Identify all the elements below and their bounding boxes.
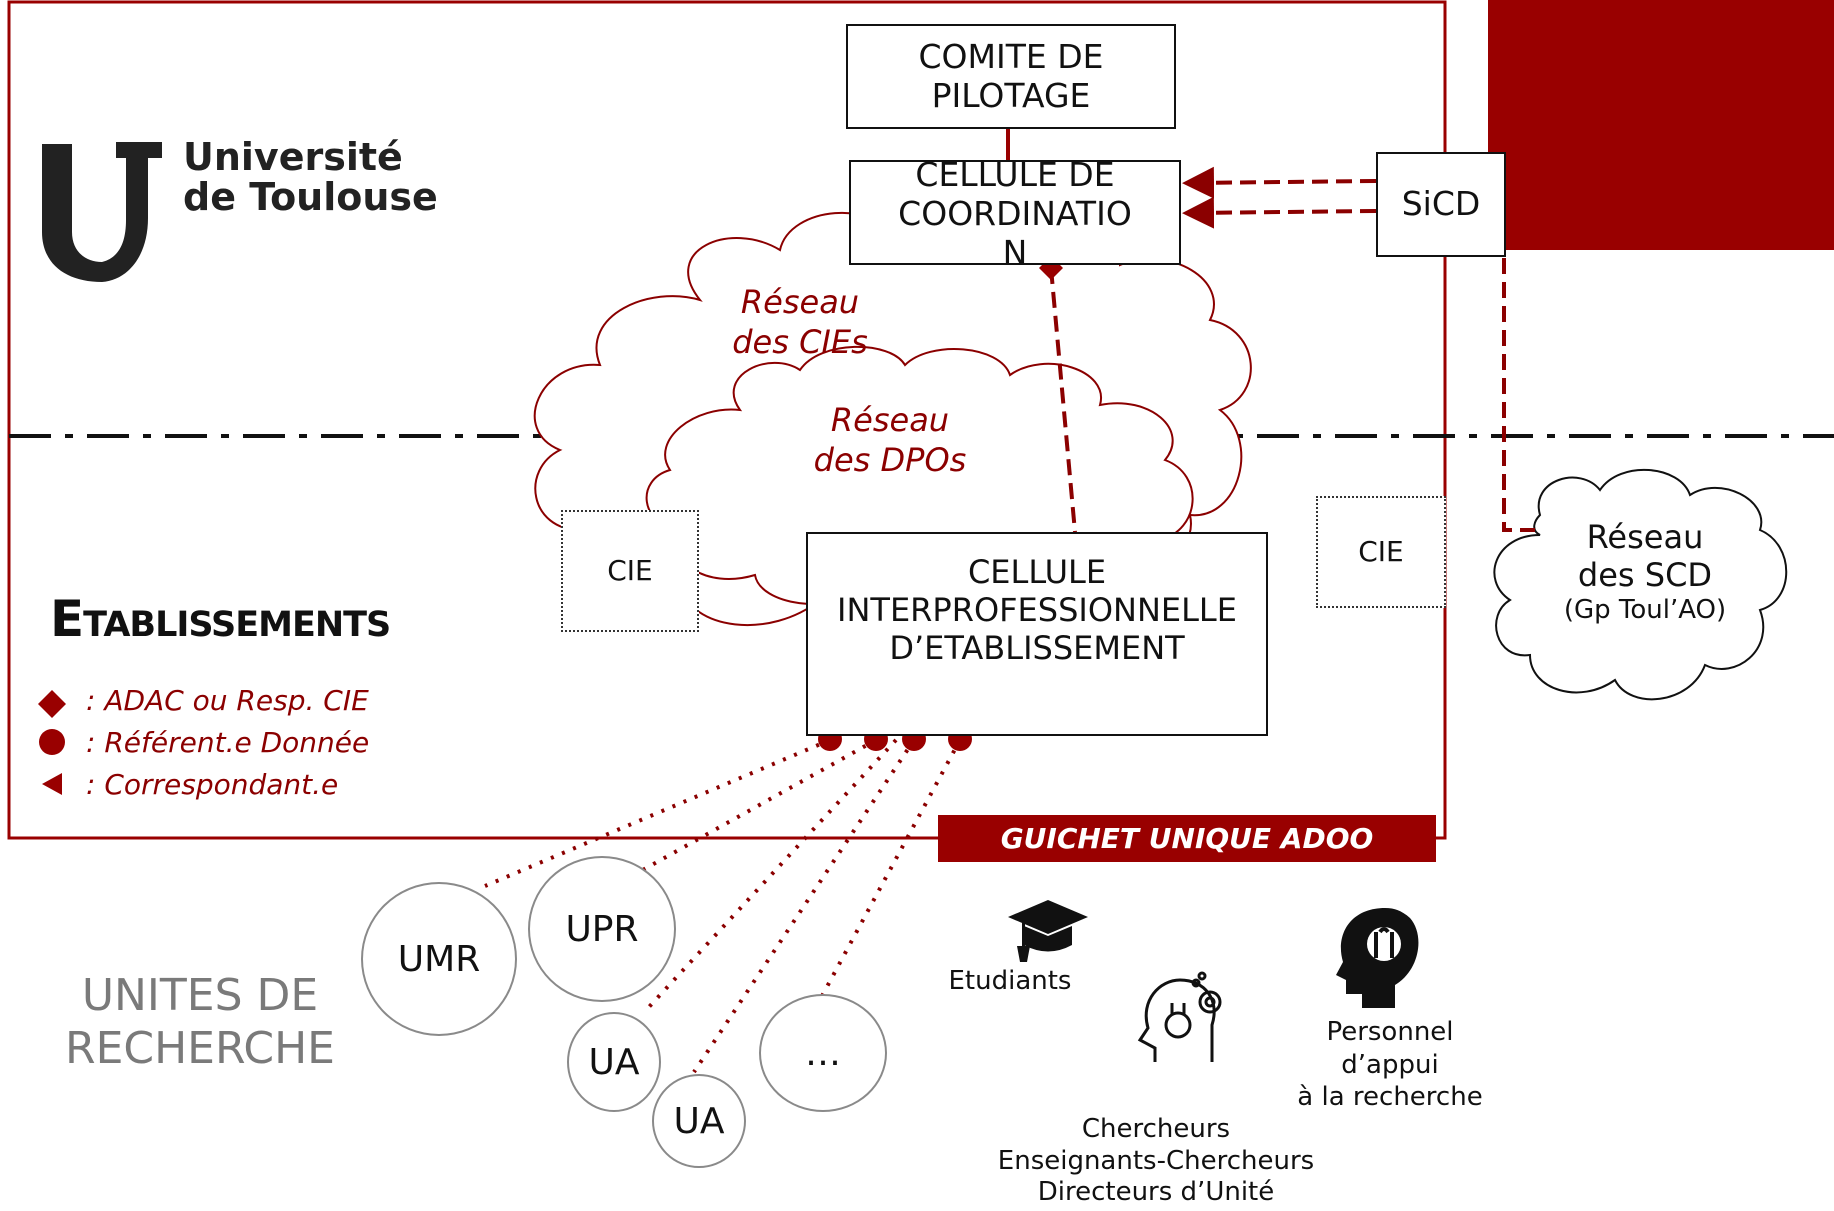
chercheurs-line-3: Directeurs d’Unité bbox=[1037, 1177, 1275, 1208]
inter-line-1: CELLULE bbox=[967, 553, 1107, 591]
sicd-label: SiCD bbox=[1401, 184, 1481, 224]
link-sicd-scd bbox=[1502, 258, 1535, 532]
cie-right-label: CIE bbox=[1358, 535, 1404, 569]
personnel-line-1: Personnel bbox=[1326, 1017, 1454, 1047]
link-dot-ua1 bbox=[646, 738, 898, 1010]
arrow-sicd-coord-2 bbox=[1182, 196, 1377, 229]
link-dot-upr bbox=[631, 738, 877, 878]
etablissement-frame bbox=[7, 0, 1447, 840]
graduation-cap-icon bbox=[1008, 900, 1088, 962]
personnel-label: Personnel d’appui à la recherche bbox=[1270, 1016, 1510, 1114]
reseau-scd-line-1: Réseau bbox=[1586, 518, 1704, 556]
chercheurs-line-2: Enseignants-Chercheurs bbox=[997, 1145, 1315, 1176]
legend-adac: : ADAC ou Resp. CIE bbox=[86, 684, 369, 717]
cellule-coordination-box: CELLULE DE COORDINATIO N bbox=[849, 155, 1181, 272]
logo-line-2: de Toulouse bbox=[183, 174, 438, 219]
guichet-label: GUICHET UNIQUE ADOO bbox=[1000, 822, 1374, 855]
legend-diamond-icon bbox=[38, 690, 66, 718]
unit-umr-label: UMR bbox=[397, 938, 481, 980]
etudiants-label: Etudiants bbox=[948, 966, 1072, 996]
unit-ua-1-label: UA bbox=[588, 1041, 640, 1083]
logo-line-1: Université bbox=[183, 135, 403, 179]
comite-line-1: COMITE DE bbox=[918, 36, 1104, 76]
unit-etc: … bbox=[759, 994, 887, 1112]
cloud-reseau-scd bbox=[1493, 469, 1788, 701]
link-coord-inter bbox=[1049, 267, 1077, 533]
section-title: Etablissements bbox=[50, 590, 391, 648]
accent-block bbox=[1488, 0, 1834, 250]
head-science-icon bbox=[1137, 971, 1222, 1062]
personnel-line-2: d’appui bbox=[1341, 1049, 1439, 1080]
unit-upr-label: UPR bbox=[565, 908, 639, 950]
reseau-cies-label: Réseau des CIEs bbox=[710, 282, 890, 362]
cie-left-label: CIE bbox=[607, 554, 653, 588]
cellule-interprofessionnelle-box: CELLULE INTERPROFESSIONNELLE D’ETABLISSE… bbox=[806, 532, 1268, 736]
inter-line-2: INTERPROFESSIONNELLE bbox=[837, 590, 1237, 629]
legend-triangle-icon bbox=[42, 773, 62, 795]
link-dot-etc bbox=[820, 739, 962, 997]
cie-left-box: CIE bbox=[561, 510, 699, 632]
reseau-cies-line-1: Réseau bbox=[740, 283, 860, 321]
unites-label: UNITES DE RECHERCHE bbox=[50, 970, 350, 1076]
comite-de-pilotage-box: COMITE DE PILOTAGE bbox=[846, 24, 1176, 129]
reseau-scd-line-3: (Gp Toul’AO) bbox=[1563, 594, 1727, 625]
unit-etc-label: … bbox=[805, 1032, 841, 1074]
coord-line-2: COORDINATIO bbox=[898, 193, 1132, 233]
legend-correspondant: : Correspondant.e bbox=[86, 768, 339, 801]
reseau-scd-label: Réseau des SCD (Gp Toul’AO) bbox=[1530, 518, 1760, 626]
reseau-cies-line-2: des CIEs bbox=[732, 323, 868, 361]
personnel-line-3: à la recherche bbox=[1297, 1082, 1483, 1112]
unit-umr: UMR bbox=[361, 882, 517, 1036]
coord-line-3: N bbox=[1002, 232, 1028, 272]
unit-ua-2: UA bbox=[652, 1074, 746, 1168]
coord-line-1: CELLULE DE bbox=[915, 155, 1115, 194]
link-dot-umr bbox=[484, 738, 831, 888]
sicd-box: SiCD bbox=[1376, 152, 1506, 257]
chercheurs-line-1: Chercheurs bbox=[1081, 1114, 1231, 1144]
inter-line-3: D’ETABLISSEMENT bbox=[889, 628, 1185, 667]
arrow-sicd-coord-1 bbox=[1182, 166, 1377, 199]
reseau-scd-line-2: des SCD bbox=[1577, 556, 1713, 595]
guichet-banner bbox=[938, 815, 1436, 862]
cie-right-box: CIE bbox=[1316, 496, 1446, 608]
legend-referent: : Référent.e Donnée bbox=[86, 726, 370, 759]
unit-ua-2-label: UA bbox=[673, 1100, 725, 1142]
unites-line-1: UNITES DE bbox=[81, 970, 319, 1021]
logo-text: Université de Toulouse bbox=[183, 135, 438, 219]
reseau-dpos-line-2: des DPOs bbox=[813, 441, 967, 479]
legend-circle-icon bbox=[39, 729, 65, 755]
reseau-dpos-label: Réseau des DPOs bbox=[800, 400, 980, 480]
reseau-dpos-line-1: Réseau bbox=[830, 401, 950, 439]
head-tools-icon bbox=[1336, 908, 1419, 1008]
unites-line-2: RECHERCHE bbox=[65, 1022, 335, 1074]
chercheurs-label: Chercheurs Enseignants-Chercheurs Direct… bbox=[966, 1114, 1346, 1209]
unit-ua-1: UA bbox=[567, 1012, 661, 1112]
universite-logo-icon bbox=[42, 142, 162, 282]
unit-upr: UPR bbox=[528, 856, 676, 1002]
comite-line-2: PILOTAGE bbox=[931, 75, 1091, 115]
